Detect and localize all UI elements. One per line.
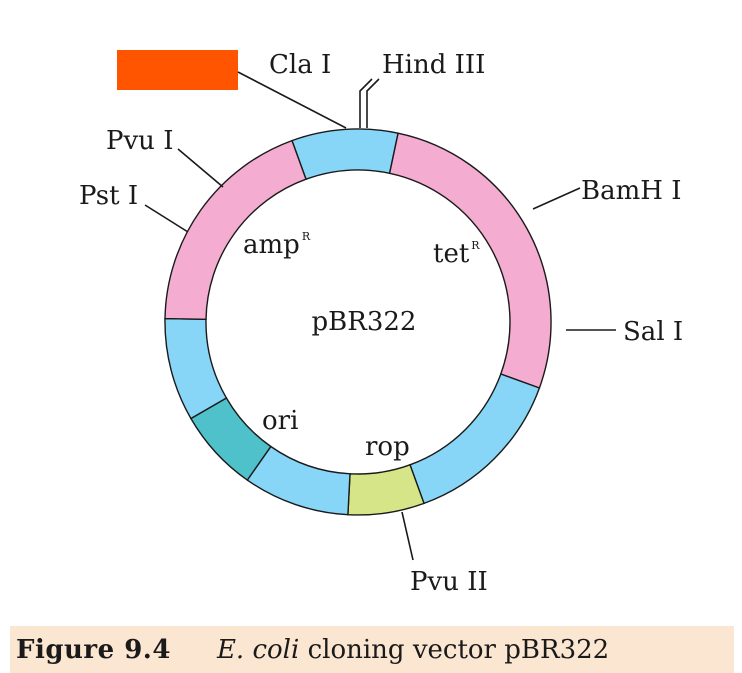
segment-cla-hind-region <box>291 128 399 181</box>
pvu1-leader-line <box>177 148 224 188</box>
site-label-pst: Pst I <box>79 181 138 211</box>
caption-description: cloning vector pBR322 <box>299 634 610 665</box>
gene-label-tet-name: tet <box>433 239 470 269</box>
caption-organism: E. coli <box>216 634 300 665</box>
segment-rop <box>347 463 425 516</box>
segment-right-backbone <box>409 373 541 505</box>
site-label-pvu2: Pvu II <box>410 567 488 597</box>
site-label-pvu1: Pvu I <box>106 126 173 156</box>
site-label-sal: Sal I <box>623 317 683 347</box>
site-label-cla: Cla I <box>269 50 331 80</box>
hind-leader-line-left <box>359 78 373 128</box>
gene-label-amp-name: amp <box>243 230 300 260</box>
pvu2-leader-line <box>401 511 414 561</box>
plasmid-ring <box>164 128 552 516</box>
gene-label-tet-sup: R <box>471 239 480 252</box>
cla-leader-line <box>237 71 347 129</box>
marker-box <box>117 50 238 90</box>
segment-left-backbone <box>164 317 228 420</box>
caption-text: E. coli cloning vector pBR322 <box>217 635 609 665</box>
gene-label-rop: rop <box>365 432 410 462</box>
gene-label-amp-sup: R <box>302 230 311 243</box>
bamh-leader-line <box>532 187 581 210</box>
site-label-hind: Hind III <box>382 50 485 80</box>
hind-leader-line-right <box>366 78 380 128</box>
figure-caption: Figure 9.4 E. coli cloning vector pBR322 <box>10 626 734 673</box>
pst-leader-line <box>144 204 189 233</box>
segment-amp-resistance <box>164 139 307 321</box>
site-label-bamh: BamH I <box>581 176 681 206</box>
segment-tet-resistance <box>388 132 552 389</box>
gene-label-ori: ori <box>262 406 298 436</box>
plasmid-name: pBR322 <box>312 307 417 337</box>
plasmid-diagram: Cla I Hind III Pvu I Pst I BamH I Sal I … <box>79 50 683 597</box>
caption-figure-number: Figure 9.4 <box>16 634 171 665</box>
